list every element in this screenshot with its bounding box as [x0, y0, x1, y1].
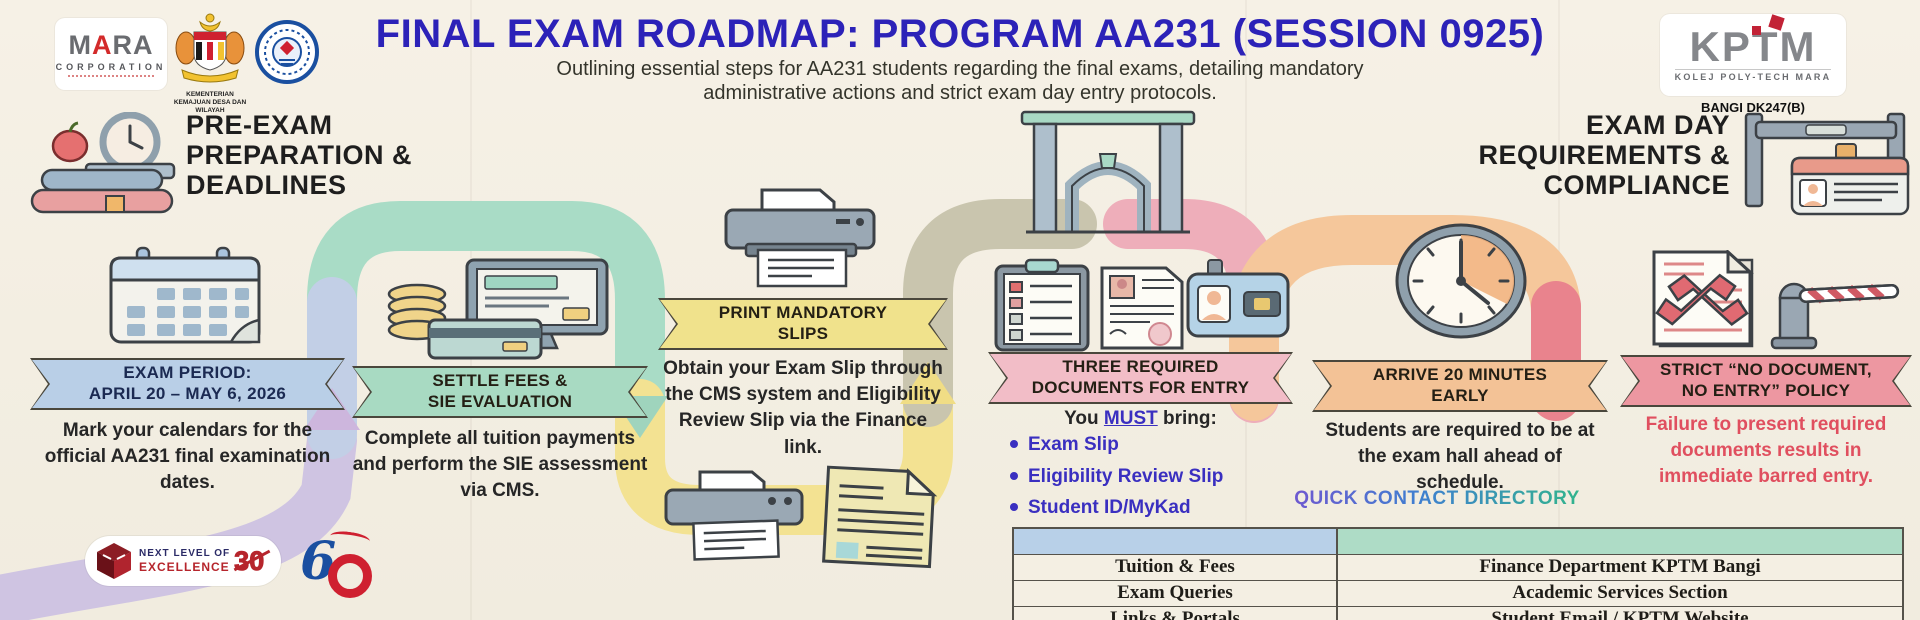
banner-print-slips: PRINT MANDATORY SLIPS: [658, 298, 948, 350]
directory-topic: Exam Queries: [1014, 581, 1338, 606]
banner-exam-period: EXAM PERIOD: APRIL 20 – MAY 6, 2026: [30, 358, 345, 410]
mara-institute-seal-icon: [255, 20, 319, 84]
contact-directory-table: Tuition & Fees Finance Department KPTM B…: [1012, 527, 1904, 620]
directory-contact: Student Email / KPTM Website: [1491, 608, 1749, 620]
next-level-excellence-logo: NEXT LEVEL OF EXCELLENCE 30: [85, 536, 281, 586]
calendar-icon: [109, 246, 261, 344]
step-settle-fees-body: Complete all tuition payments and perfor…: [352, 428, 648, 502]
security-gate-id-icon: [1744, 112, 1910, 216]
table-row: Tuition & Fees Finance Department KPTM B…: [1014, 554, 1902, 580]
page-title: FINAL EXAM ROADMAP: PROGRAM AA231 (SESSI…: [375, 12, 1545, 56]
directory-heading: QUICK CONTACT DIRECTORY: [1262, 488, 1612, 510]
mara-logo-tagline-rule: [68, 74, 154, 77]
must-emphasis: MUST: [1103, 408, 1158, 429]
clock-icon: [1395, 223, 1527, 339]
path-arrow-up-icon: [900, 362, 956, 404]
exam-slip-icon: [1100, 266, 1184, 350]
banner-arrive-early: ARRIVE 20 MINUTES EARLY: [1312, 360, 1608, 412]
directory-topic: Tuition & Fees: [1014, 555, 1338, 580]
malaysia-coat-of-arms-icon: [175, 13, 245, 83]
step-arrive-early-body: Students are required to be at the exam …: [1325, 420, 1595, 494]
banner-required-documents: THREE REQUIRED DOCUMENTS FOR ENTRY: [988, 352, 1293, 404]
list-item: Student ID/MyKad: [1006, 495, 1296, 521]
no-document-no-entry-icon: [1652, 250, 1900, 350]
directory-contact: Finance Department KPTM Bangi: [1479, 556, 1761, 577]
mara-logo-subtext: CORPORATION: [55, 61, 167, 72]
nle-30-number: 30: [234, 545, 265, 576]
nle-cube-icon: [97, 543, 131, 579]
step-no-document-body: Failure to present required documents re…: [1645, 414, 1887, 488]
fees-payment-icon: [387, 258, 609, 360]
anniversary-zero-ring-icon: [328, 554, 372, 598]
printer-icon: [664, 470, 804, 561]
kptm-logo-subtext: KOLEJ POLY-TECH MARA: [1674, 69, 1832, 82]
kptm-red-square-icon: [1751, 25, 1761, 35]
section-title-exam-day: EXAM DAY REQUIREMENTS & COMPLIANCE: [1478, 110, 1730, 201]
books-apple-clock-icon: [30, 112, 176, 214]
60th-anniversary-logo: 6: [300, 529, 374, 604]
directory-topic: Links & Portals: [1014, 607, 1338, 620]
ministry-caption: KEMENTERIAN KEMAJUAN DESA DAN WILAYAH: [173, 91, 247, 115]
clipboard-icon: [994, 258, 1090, 352]
required-documents-list: Exam Slip Eligibility Review Slip Studen…: [1006, 432, 1296, 527]
banner-no-document-policy: STRICT “NO DOCUMENT, NO ENTRY” POLICY: [1620, 355, 1912, 407]
ministry-logo: KEMENTERIAN KEMAJUAN DESA DAN WILAYAH: [170, 10, 250, 115]
kptm-logo: KPTM KOLEJ POLY-TECH MARA: [1660, 13, 1846, 96]
document-icon: [822, 465, 938, 569]
directory-header-cell-right: [1338, 529, 1902, 554]
page-subtitle: Outlining essential steps for AA231 stud…: [556, 58, 1364, 104]
table-row: Links & Portals Student Email / KPTM Web…: [1014, 606, 1902, 620]
list-item: Eligibility Review Slip: [1006, 464, 1296, 490]
mara-logo-text: MARA: [68, 29, 154, 60]
step-print-slips-body: Obtain your Exam Slip through the CMS sy…: [663, 358, 943, 458]
exam-hall-gate-icon: [1020, 110, 1196, 234]
section-title-pre-exam: PRE-EXAM PREPARATION & DEADLINES: [186, 110, 413, 201]
mara-corporation-logo: MARA CORPORATION: [55, 18, 167, 90]
list-item: Exam Slip: [1006, 432, 1296, 458]
directory-header-cell-left: [1014, 529, 1338, 554]
kptm-logo-text: KPTM: [1690, 13, 1817, 67]
banner-settle-fees: SETTLE FEES & SIE EVALUATION: [352, 366, 648, 418]
student-id-card-icon: [1186, 259, 1290, 338]
directory-header-row: [1014, 529, 1902, 554]
step-exam-period-body: Mark your calendars for the official AA2…: [44, 420, 331, 494]
step-documents-intro: You MUST bring:: [1064, 408, 1217, 429]
printer-icon: [724, 188, 876, 288]
table-row: Exam Queries Academic Services Section: [1014, 580, 1902, 606]
kptm-campus-label: BANGI DK247(B): [1700, 100, 1805, 115]
required-documents-icons: [994, 258, 1290, 352]
directory-contact: Academic Services Section: [1512, 582, 1728, 603]
